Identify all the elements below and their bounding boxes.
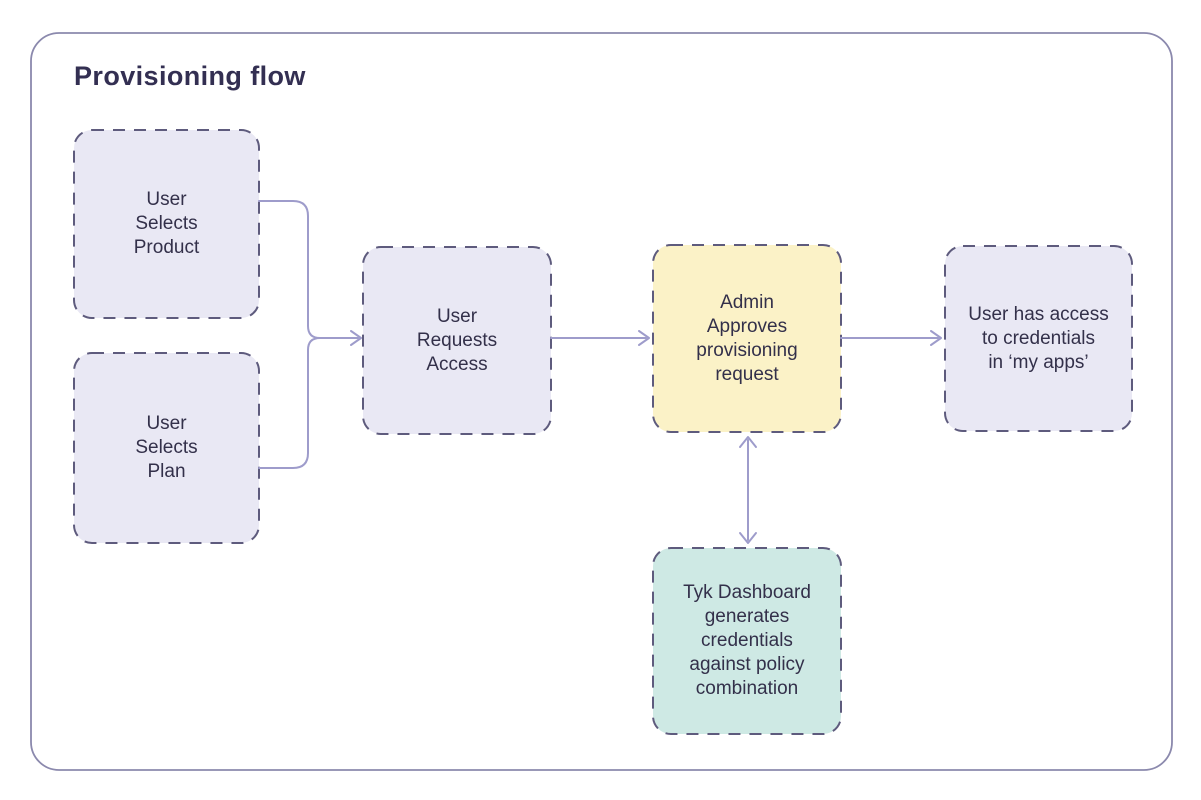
node-box-user-selects-plan	[73, 352, 260, 544]
arrowhead-into-requests-access	[350, 330, 362, 346]
arrowhead-up-into-admin	[739, 436, 757, 448]
diagram-frame	[30, 32, 1173, 771]
arrowhead-into-myapps	[930, 330, 942, 346]
arrowhead-into-admin	[638, 330, 650, 346]
arrowhead-down-into-tyk	[739, 532, 757, 544]
node-box-user-requests-access	[362, 246, 552, 435]
connector-from-plan	[258, 337, 321, 469]
connector-from-product	[258, 200, 321, 339]
node-box-admin-approves	[652, 244, 842, 433]
node-box-user-selects-product	[73, 129, 260, 319]
node-box-user-has-access	[944, 245, 1133, 432]
page-title: Provisioning flow	[74, 61, 306, 91]
node-box-tyk-dashboard	[652, 547, 842, 735]
